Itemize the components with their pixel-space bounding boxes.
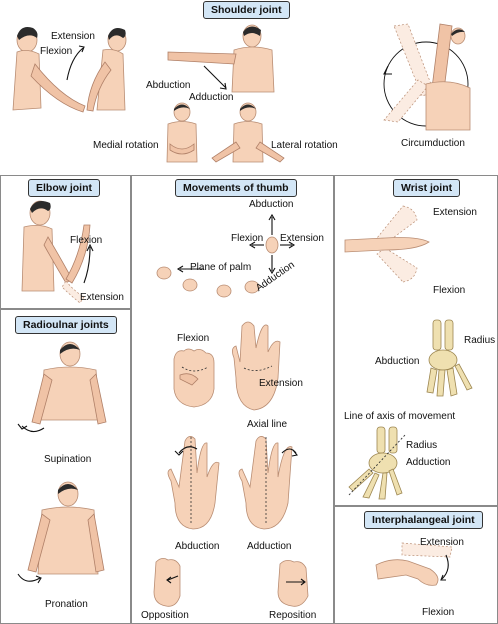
wrist-adduction-bones [348,426,406,500]
thumb-flexion-hand-label: Flexion [177,333,210,344]
wrist-title: Wrist joint [393,179,461,197]
shoulder-flexion-extension-figure [12,27,127,113]
shoulder-extension-label: Extension [51,31,95,42]
shoulder-circumduction-label: Circumduction [401,138,465,149]
thumb-title: Movements of thumb [175,179,297,197]
wrist-radius-1-label: Radius [464,335,496,346]
interphalangeal-title: Interphalangeal joint [364,511,483,529]
shoulder-flexion-label: Flexion [40,46,73,57]
shoulder-medial-rotation-label: Medial rotation [93,140,159,151]
interphalangeal-flexion-label: Flexion [422,607,455,618]
thumb-extension-top-label: Extension [280,233,324,244]
elbow-extension-label: Extension [80,292,124,303]
shoulder-abduction-figure [167,24,275,93]
thumb-adduction-hand-label: Adduction [247,541,292,552]
wrist-adduction-label: Adduction [406,457,451,468]
thumb-opposition-label: Opposition [141,610,189,621]
thumb-axial-line-label: Axial line [247,419,288,430]
pronation-figure [17,481,105,584]
elbow-title: Elbow joint [28,179,100,197]
thumb-opposition-hand [153,558,181,607]
radioulnar-title: Radioulnar joints [15,316,117,334]
supination-label: Supination [44,454,92,465]
supination-figure [17,341,107,433]
wrist-radius-2-label: Radius [406,440,438,451]
shoulder-rotation-figures [166,102,285,163]
thumb-reposition-hand [277,560,309,607]
wrist-line-of-axis-label: Line of axis of movement [344,411,456,422]
shoulder-title: Shoulder joint [203,1,290,19]
thumb-adduction-hand [238,436,298,530]
interphalangeal-figure [375,542,453,586]
thumb-plane-of-palm-label: Plane of palm [190,262,252,273]
shoulder-circumduction-figure [383,23,471,131]
interphalangeal-extension-label: Extension [420,537,464,548]
wrist-extension-label: Extension [433,207,477,218]
thumb-plane-diagram [156,213,296,298]
thumb-extension-hand-label: Extension [259,378,303,389]
shoulder-adduction-label: Adduction [189,92,234,103]
wrist-flexion-extension-figure [344,205,430,283]
elbow-flexion-label: Flexion [70,235,103,246]
thumb-flexion-hand [173,348,215,408]
shoulder-abduction-label: Abduction [146,80,191,91]
wrist-panel [334,175,498,506]
thumb-flexion-top-label: Flexion [231,233,264,244]
thumb-abduction-hand-label: Abduction [175,541,220,552]
elbow-figure [21,200,94,304]
thumb-abduction-top-label: Abduction [249,199,294,210]
wrist-flexion-label: Flexion [433,285,466,296]
thumb-panel [131,175,334,624]
pronation-label: Pronation [45,599,88,610]
thumb-abduction-hand [167,436,220,530]
wrist-abduction-label: Abduction [375,356,420,367]
thumb-reposition-label: Reposition [269,610,317,621]
shoulder-lateral-rotation-label: Lateral rotation [271,140,338,151]
wrist-abduction-bones [426,319,473,397]
thumb-extension-hand [232,321,281,411]
